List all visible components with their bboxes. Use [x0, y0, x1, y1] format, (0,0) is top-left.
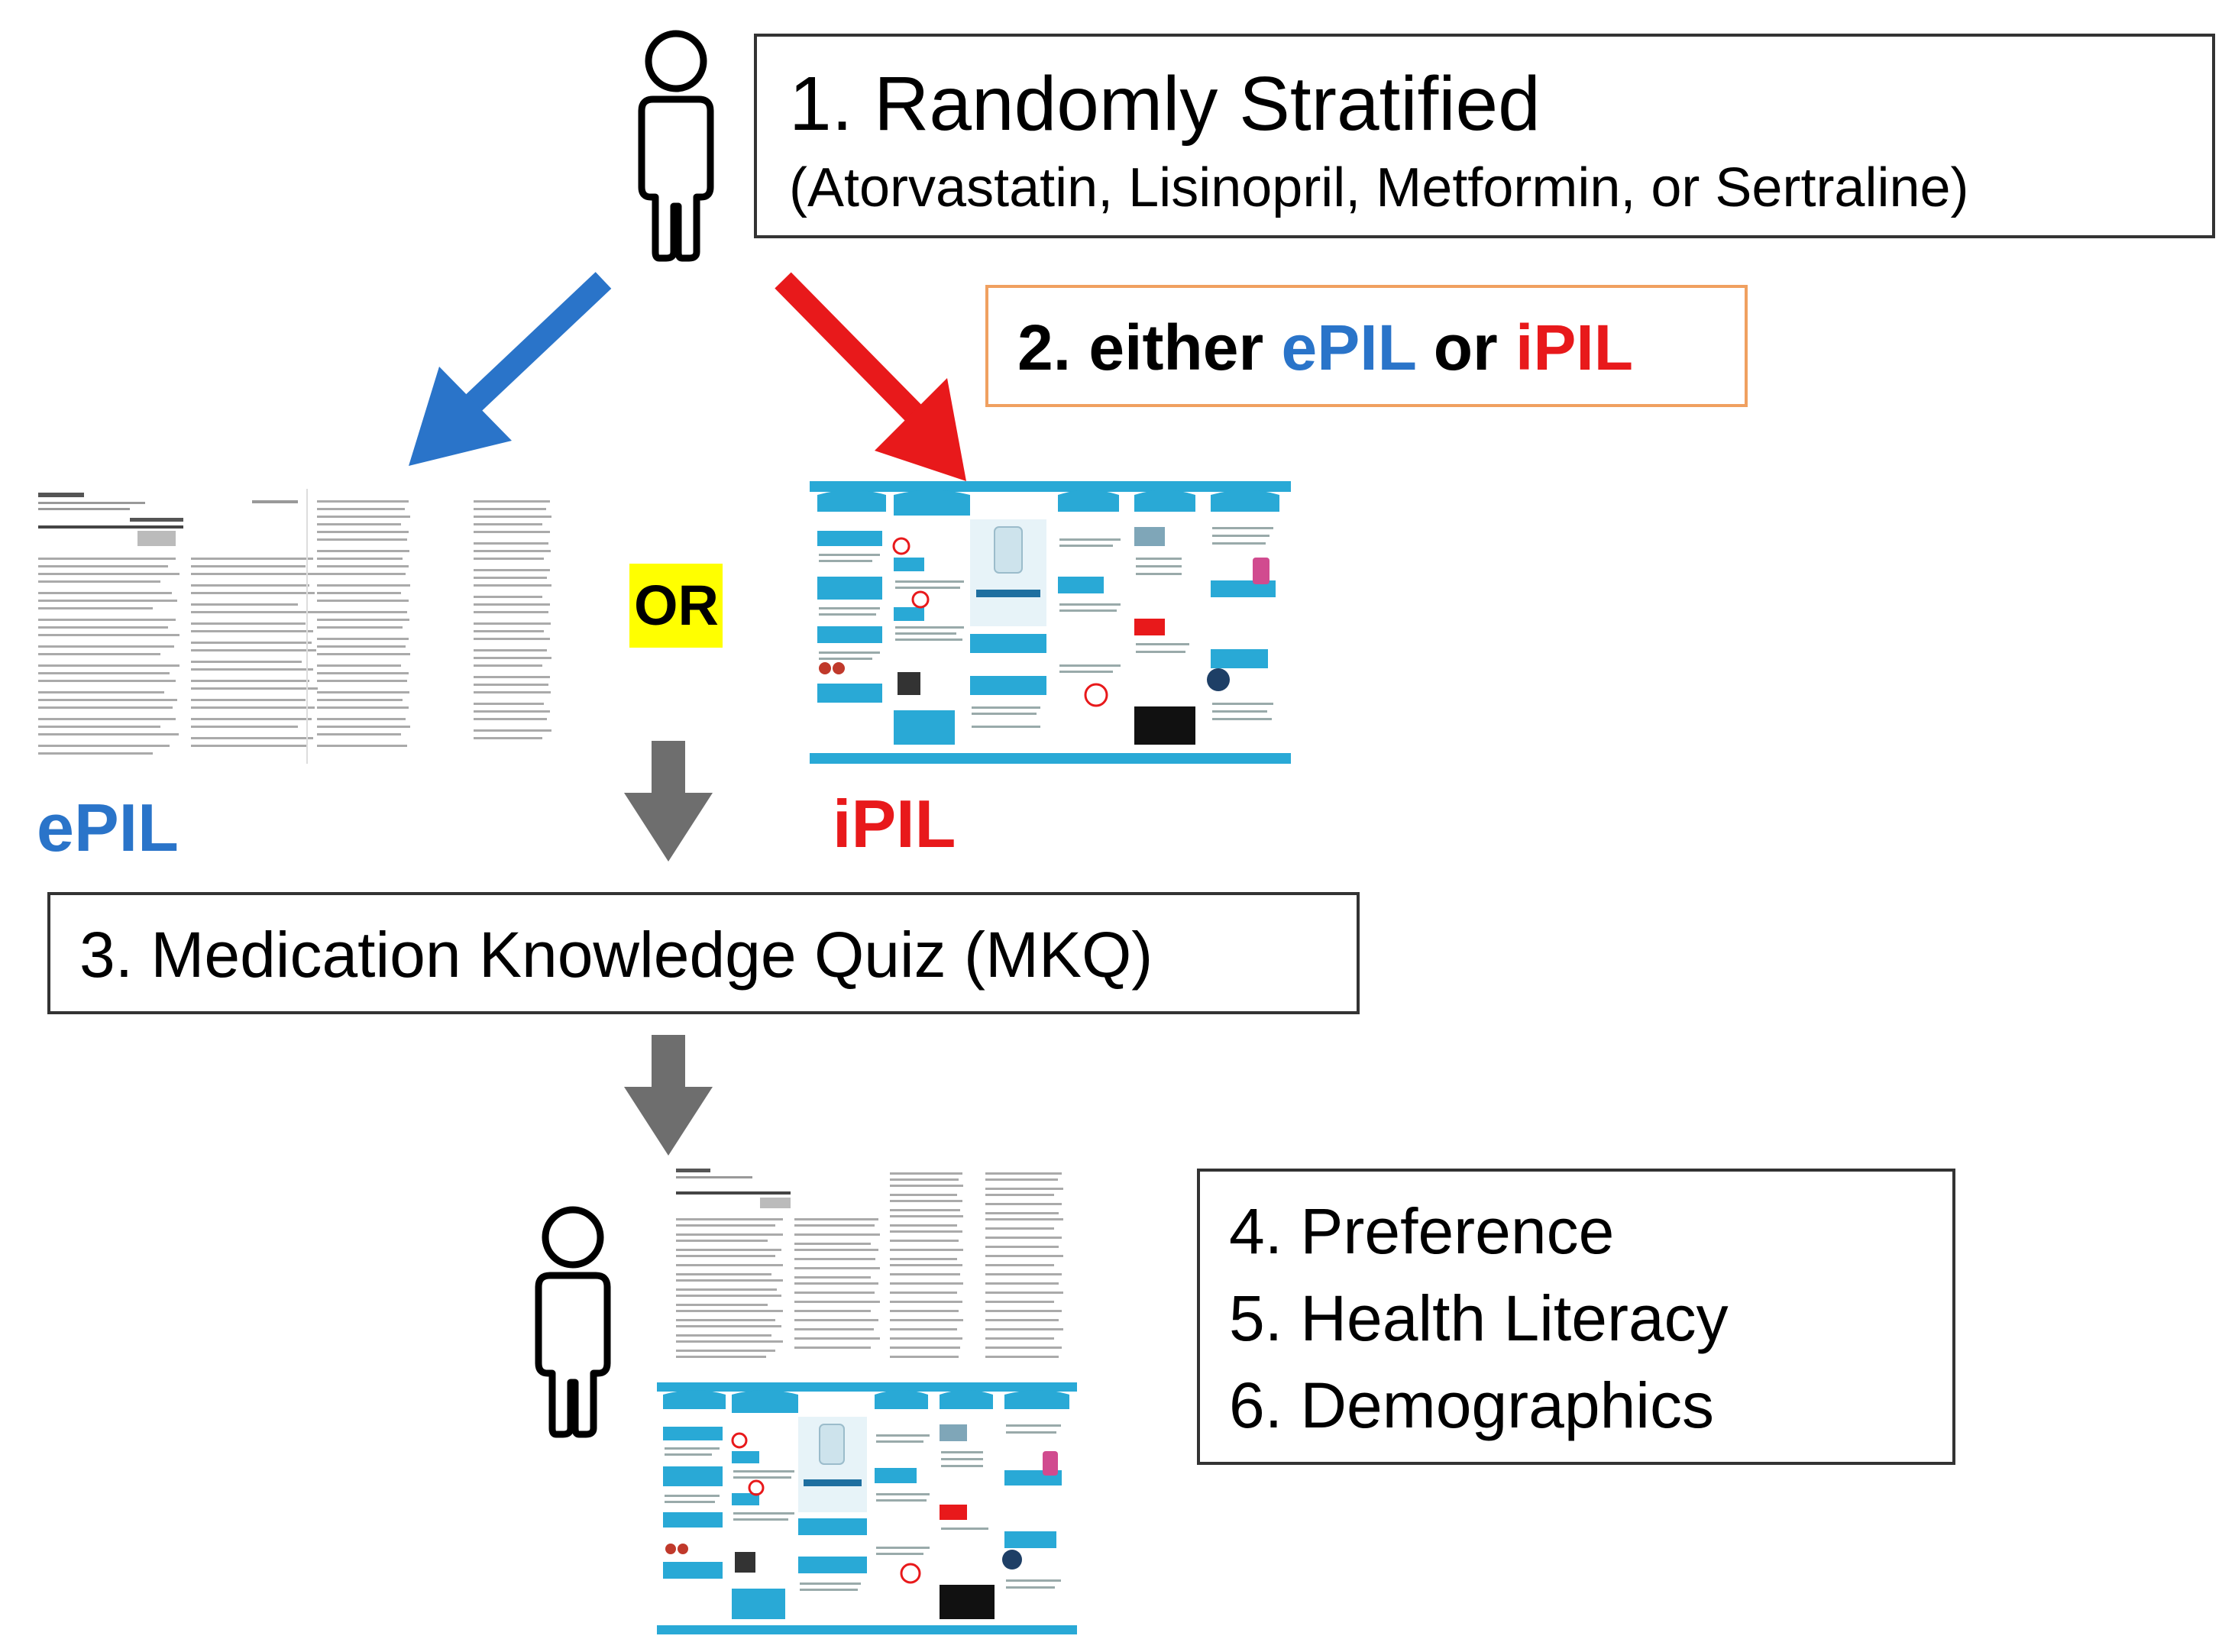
step2-prefix: 2. either	[1017, 312, 1282, 383]
step1-drug-list: (Atorvastatin, Lisinopril, Metformin, or…	[789, 157, 1969, 218]
outcome-health-literacy: 5. Health Literacy	[1229, 1282, 1729, 1354]
arrow-down-icon	[624, 1035, 713, 1156]
epil-leaflet-thumbnail	[23, 481, 558, 771]
step3-box: 3. Medication Knowledge Quiz (MKQ)	[47, 892, 1360, 1014]
ipil-label: iPIL	[833, 786, 956, 862]
outcomes-box: 4. Preference 5. Health Literacy 6. Demo…	[1197, 1169, 1955, 1465]
or-badge: OR	[629, 564, 723, 648]
step2-box: 2. either ePIL or iPIL	[985, 285, 1748, 407]
step3-title: 3. Medication Knowledge Quiz (MKQ)	[79, 919, 1153, 991]
ipil-leaflet-thumbnail	[810, 481, 1291, 764]
arrow-down-left-icon	[409, 272, 612, 466]
step2-ipil: iPIL	[1515, 312, 1634, 383]
ipil-leaflet-thumbnail-small	[657, 1382, 1077, 1634]
person-icon	[535, 1206, 611, 1438]
arrow-down-icon	[624, 741, 713, 862]
step1-box: 1. Randomly Stratified (Atorvastatin, Li…	[754, 34, 2215, 238]
step2-label: 2. either ePIL or iPIL	[1017, 315, 1633, 380]
arrow-down-right-icon	[775, 272, 966, 481]
step1-title: 1. Randomly Stratified	[789, 61, 1541, 147]
or-badge-text: OR	[634, 574, 719, 637]
step2-epil: ePIL	[1281, 312, 1416, 383]
outcome-demographics: 6. Demographics	[1229, 1369, 1714, 1441]
step2-middle: or	[1415, 312, 1516, 383]
epil-leaflet-thumbnail-small	[665, 1161, 1077, 1382]
person-icon	[638, 30, 714, 262]
epil-label: ePIL	[37, 790, 179, 865]
outcome-preference: 4. Preference	[1229, 1195, 1615, 1267]
